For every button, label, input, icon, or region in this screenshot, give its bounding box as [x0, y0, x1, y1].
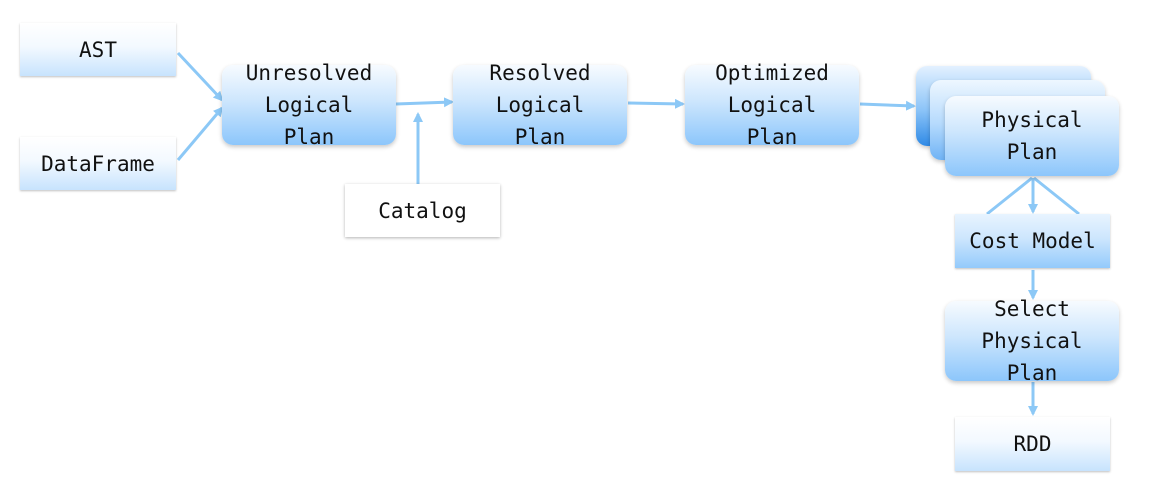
- cost-model-node: Cost Model: [955, 214, 1110, 268]
- catalog-node: Catalog: [345, 184, 500, 237]
- optimized-logical-plan-node: Optimized Logical Plan: [685, 61, 859, 149]
- physical-plan-label: Physical Plan: [981, 108, 1083, 164]
- arrow-physical-to-cost-right: [1033, 176, 1080, 216]
- unresolved-logical-plan-node: Unresolved Logical Plan: [222, 61, 396, 149]
- ast-node: AST: [20, 23, 176, 76]
- physical-plan-node: Physical Plan: [945, 96, 1119, 176]
- dataframe-node: DataFrame: [20, 137, 176, 190]
- arrow-optimized-to-physical: [859, 100, 916, 111]
- cost-model-label: Cost Model: [969, 229, 1096, 253]
- ast-label: AST: [79, 37, 117, 62]
- select-physical-plan-node: Select Physical Plan: [945, 297, 1119, 385]
- arrow-unresolved-to-resolved: [395, 97, 454, 108]
- rdd-label: RDD: [1013, 432, 1052, 456]
- resolved-logical-plan-label: Resolved Logical Plan: [489, 61, 591, 149]
- arrow-ast-to-unresolved: [176, 51, 224, 102]
- select-physical-plan-label: Select Physical Plan: [981, 297, 1083, 385]
- optimized-logical-plan-label: Optimized Logical Plan: [715, 61, 829, 149]
- arrow-physical-to-cost-left: [986, 176, 1033, 216]
- unresolved-logical-plan-label: Unresolved Logical Plan: [245, 61, 373, 149]
- catalog-label: Catalog: [378, 198, 467, 223]
- resolved-logical-plan-node: Resolved Logical Plan: [453, 61, 627, 149]
- arrow-dataframe-to-unresolved: [176, 106, 224, 161]
- rdd-node: RDD: [955, 417, 1110, 471]
- arrow-resolved-to-optimized: [627, 98, 685, 109]
- dataframe-label: DataFrame: [41, 151, 155, 176]
